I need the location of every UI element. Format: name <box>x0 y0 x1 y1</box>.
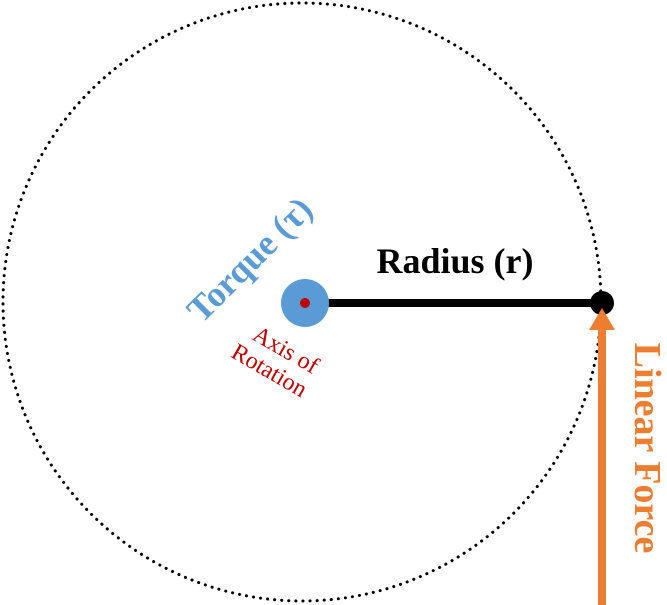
axis-label: Axis of Rotation <box>227 321 323 403</box>
force-arrow-head <box>589 308 615 330</box>
axis-point <box>300 298 310 308</box>
radius-label: Radius (r) <box>376 241 533 281</box>
force-label: Linear Force <box>626 343 667 554</box>
contact-point <box>590 291 614 315</box>
